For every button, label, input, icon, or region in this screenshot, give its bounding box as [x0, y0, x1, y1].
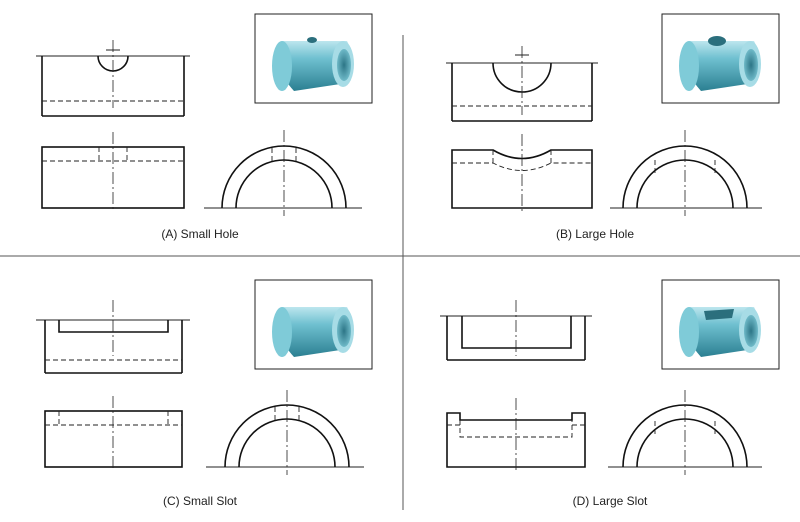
caption-large-hole: (B) Large Hole [555, 227, 635, 241]
panel-b [446, 13, 780, 216]
panel-b-side-view [610, 130, 762, 216]
panel-b-isometric-picture [661, 13, 780, 104]
panel-a [36, 13, 373, 216]
panel-d-side-view [608, 390, 762, 475]
panel-c-front-view [44, 396, 183, 471]
panel-a-side-view [204, 130, 362, 216]
panel-c-isometric-picture [254, 279, 373, 370]
panel-c-top-view [36, 300, 190, 374]
caption-small-slot: (C) Small Slot [162, 494, 238, 508]
panel-d-front-view [446, 398, 586, 471]
panel-b-front-view [451, 134, 593, 212]
panel-a-top-view [36, 40, 190, 117]
caption-small-hole: (A) Small Hole [161, 227, 239, 241]
caption-large-slot: (D) Large Slot [572, 494, 648, 508]
panel-c-side-view [206, 390, 364, 475]
panel-a-isometric-picture [254, 13, 373, 104]
panel-d-isometric-picture [661, 279, 780, 370]
panel-b-top-view [446, 46, 598, 122]
panel-d [440, 279, 780, 475]
panel-a-front-view [41, 132, 185, 212]
panel-d-top-view [440, 300, 592, 361]
panel-c [36, 279, 373, 475]
